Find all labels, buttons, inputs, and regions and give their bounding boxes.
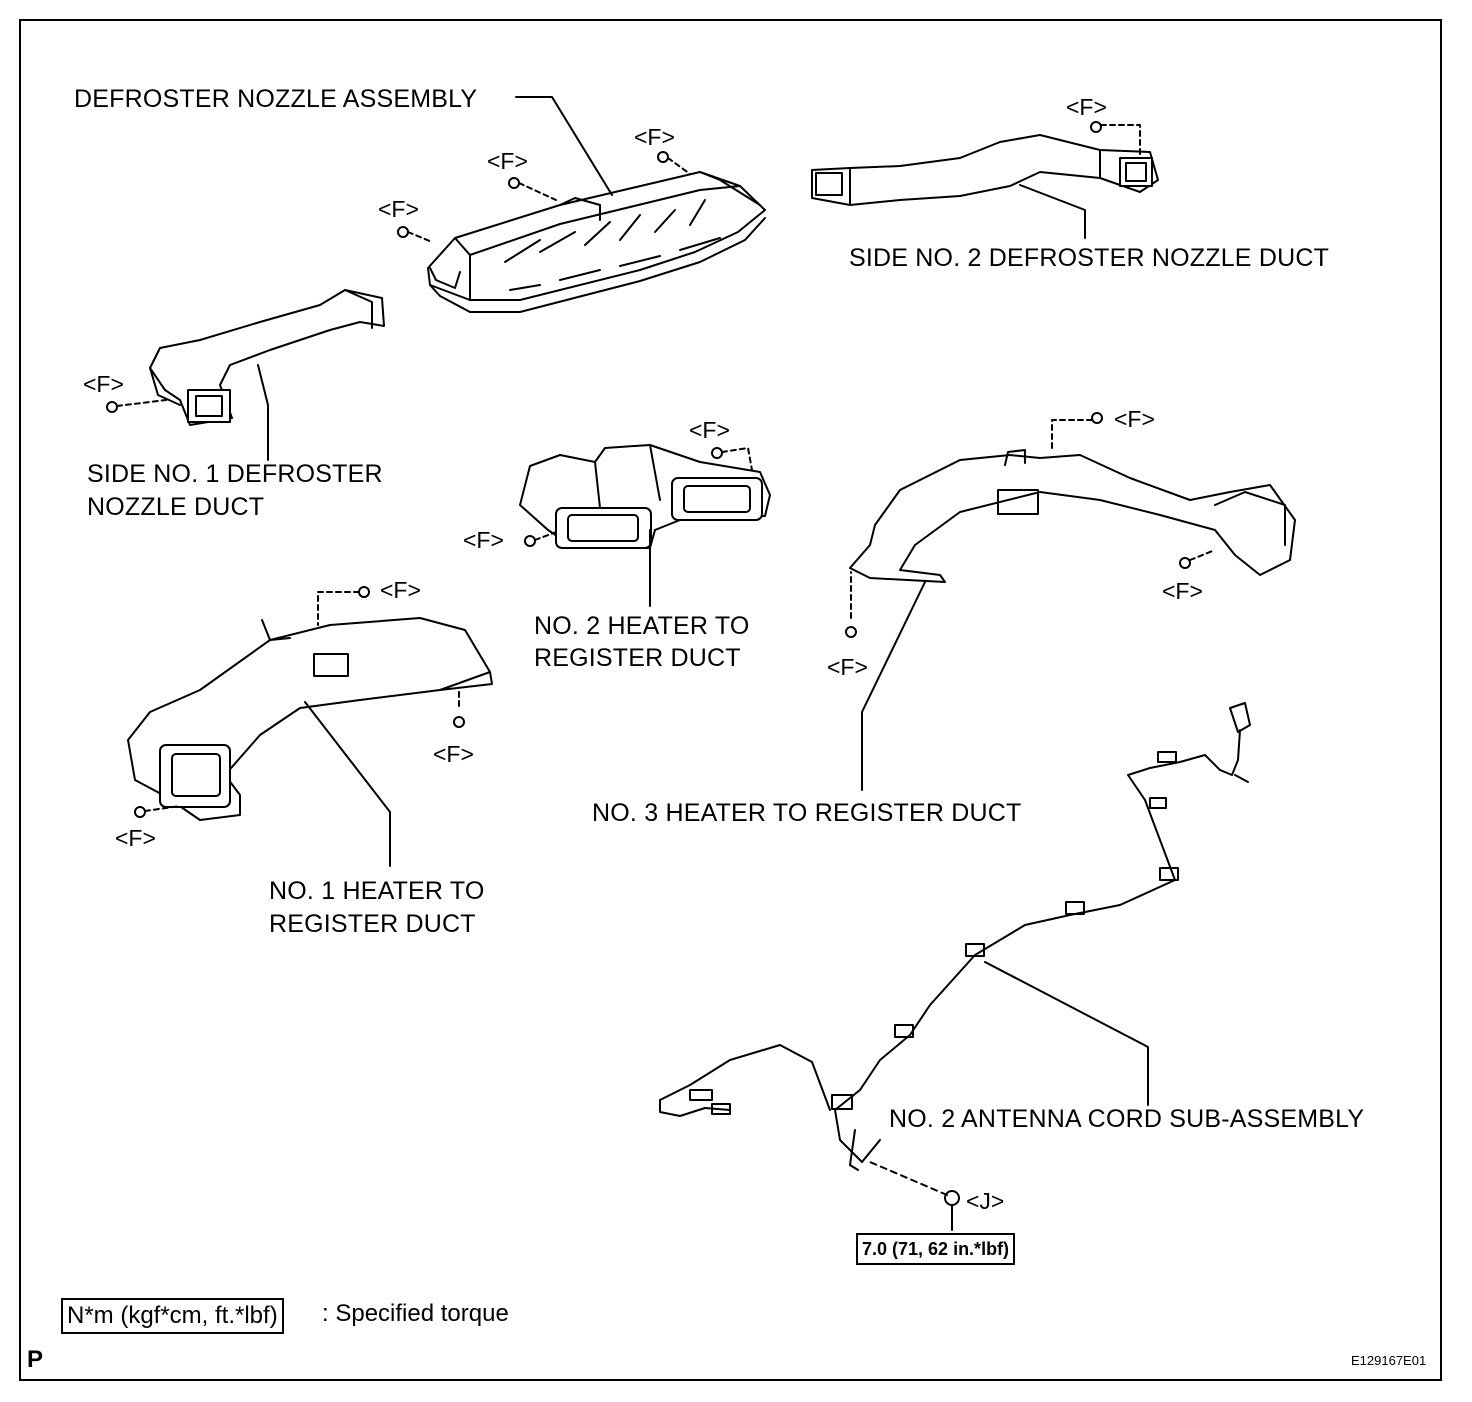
label-no1-heater-line2: REGISTER DUCT [269,910,476,938]
diagram-frame [19,19,1442,1381]
legend-unit-box: N*m (kgf*cm, ft.*lbf) [61,1298,284,1334]
side-no2-duct-shape [811,134,1159,206]
label-no2-heater-line1: NO. 2 HEATER TO [534,612,750,640]
no3-heater-duct-shape [849,449,1296,583]
antenna-cord-shape [659,702,1251,1171]
fastener-f-marker: <F> [689,417,730,443]
corner-letter: P [27,1346,44,1373]
legend-description: : Specified torque [322,1300,509,1327]
fastener-f-marker: <F> [378,196,419,222]
side-no1-duct-shape [149,289,385,426]
fastener-f-marker: <F> [1066,94,1107,120]
leader-antenna [984,961,1149,1106]
fastener-f-marker: <F> [115,825,156,851]
leader-no1-heater [304,701,391,867]
no2-heater-screws [524,447,753,547]
no2-heater-duct-shape [519,444,771,549]
leader-side-no1 [257,364,269,461]
leader-side-no2 [1019,184,1086,239]
torque-spec-box: 7.0 (71, 62 in.*lbf) [856,1233,1016,1265]
fastener-f-marker: <F> [433,741,474,767]
fastener-f-marker: <F> [463,527,504,553]
label-side-no1-duct-line2: NOZZLE DUCT [87,493,265,521]
leader-defroster-nozzle [515,96,613,196]
label-no1-heater-line1: NO. 1 HEATER TO [269,877,485,905]
defroster-screws [397,151,691,243]
figure-code: E129167E01 [1351,1353,1427,1368]
fastener-f-marker: <F> [83,371,124,397]
fastener-f-marker: <F> [487,148,528,174]
no3-heater-screws [845,412,1216,638]
fastener-j-marker: <J> [966,1188,1005,1214]
label-no2-heater-line2: REGISTER DUCT [534,644,741,672]
label-side-no1-duct-line1: SIDE NO. 1 DEFROSTER [87,460,383,488]
fastener-f-marker: <F> [827,654,868,680]
label-antenna-cord: NO. 2 ANTENNA CORD SUB-ASSEMBLY [889,1105,1365,1133]
no1-heater-duct-shape [127,617,493,821]
fastener-f-marker: <F> [1162,578,1203,604]
no1-heater-screws [134,586,465,818]
label-defroster-nozzle: DEFROSTER NOZZLE ASSEMBLY [74,85,478,113]
defroster-nozzle-assembly-shape [427,171,766,313]
label-side-no2-duct: SIDE NO. 2 DEFROSTER NOZZLE DUCT [849,244,1330,272]
side-no2-screw [1090,121,1141,159]
side-no1-screw [106,399,167,413]
fastener-f-marker: <F> [634,124,675,150]
fastener-f-marker: <F> [1114,406,1155,432]
leader-no3-heater [861,581,926,791]
label-no3-heater: NO. 3 HEATER TO REGISTER DUCT [592,799,1022,827]
antenna-bolt [869,1161,960,1231]
fastener-f-marker: <F> [380,577,421,603]
